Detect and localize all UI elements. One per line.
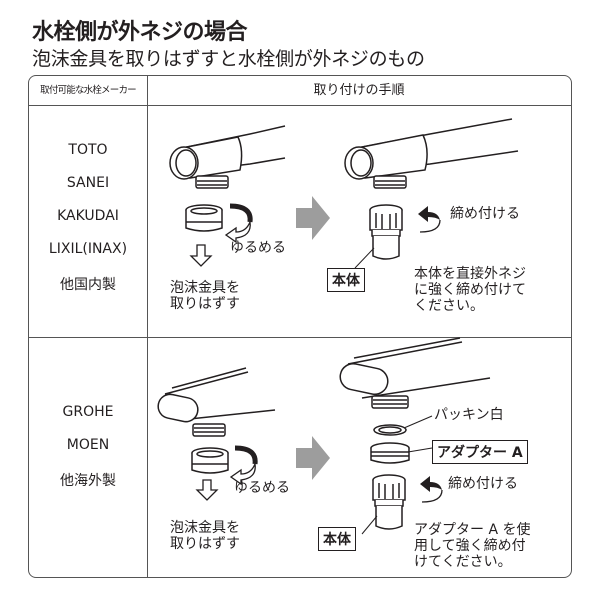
remove-aerator-caption-2b: 取りはずす [170, 536, 240, 552]
note-2a: アダプター A を使 [414, 522, 531, 538]
packing-label: パッキン白 [434, 407, 504, 423]
maker-kakudai: KAKUDAI [57, 208, 119, 224]
body-label-1: 本体 [327, 268, 365, 292]
remove-aerator-caption-1a: 泡沫金具を [170, 280, 240, 296]
column-divider [147, 76, 148, 577]
body-label-2: 本体 [318, 527, 356, 551]
maker-domestic-other: 他国内製 [60, 277, 116, 293]
loosen-label-2: ゆるめる [234, 480, 290, 496]
maker-lixil: LIXIL(INAX) [48, 241, 128, 257]
adapter-a-label: アダプター A [432, 440, 528, 464]
remove-aerator-caption-1b: 取りはずす [170, 296, 240, 312]
tighten-label-1: 締め付ける [450, 206, 520, 222]
row-divider [29, 337, 571, 338]
loosen-label-1: ゆるめる [230, 240, 286, 256]
maker-grohe: GROHE [62, 404, 114, 420]
maker-overseas-other: 他海外製 [60, 473, 116, 489]
maker-moen: MOEN [66, 437, 110, 453]
remove-aerator-caption-2a: 泡沫金具を [170, 520, 240, 536]
note-1c: ください。 [414, 298, 484, 314]
header-divider [29, 105, 571, 106]
note-2c: けてください。 [414, 554, 512, 570]
note-2b: 用して強く締め付 [414, 538, 526, 554]
tighten-label-2: 締め付ける [448, 476, 518, 492]
note-1b: に強く締め付けて [414, 282, 526, 298]
page-title: 水栓側が外ネジの場合 [32, 20, 248, 45]
header-procedure: 取り付けの手順 [313, 83, 405, 98]
header-makers: 取付可能な水栓メーカー [40, 85, 137, 96]
maker-sanei: SANEI [66, 175, 110, 191]
maker-toto: TOTO [68, 142, 108, 158]
note-1a: 本体を直接外ネジ [414, 266, 526, 282]
page-subtitle: 泡沫金具を取りはずすと水栓側が外ネジのもの [32, 48, 425, 70]
instruction-table: 取付可能な水栓メーカー 取り付けの手順 TOTO SANEI KAKUDAI L… [28, 75, 572, 578]
